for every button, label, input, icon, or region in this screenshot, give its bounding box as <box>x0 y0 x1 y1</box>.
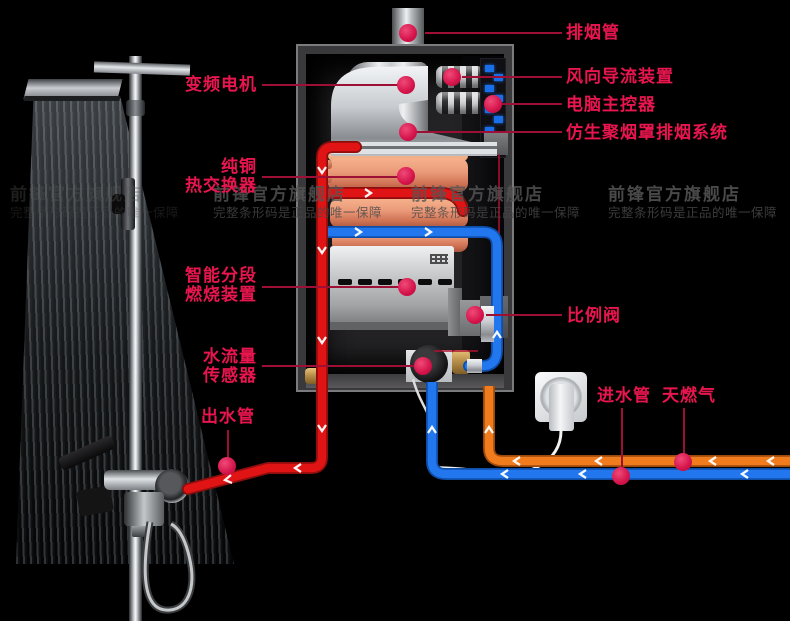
label-smoke-hood-system: 仿生聚烟罩排烟系统 <box>566 123 728 142</box>
callout-line <box>500 103 562 105</box>
watermark-store: 前锋官方旗舰店 <box>411 185 544 204</box>
callout-line <box>462 76 562 78</box>
callout-dot <box>398 278 416 296</box>
callout-dot <box>397 76 415 94</box>
valve-bracket <box>448 288 462 336</box>
label-outlet-pipe: 出水管 <box>201 407 255 426</box>
cold-pipe-internal-under <box>317 226 503 372</box>
heat-exchanger-tube <box>330 198 468 228</box>
callout-dot <box>443 68 461 86</box>
watermark-slogan: 完整条形码是正品的唯一保障 <box>411 206 581 220</box>
faucet-spout <box>132 526 148 537</box>
watermark-store: 前锋官方旗舰店 <box>213 185 346 204</box>
label-natural-gas: 天燃气 <box>662 386 716 405</box>
callout-dot <box>399 24 417 42</box>
faucet-mixer-block <box>124 492 164 526</box>
label-inlet-pipe: 进水管 <box>597 386 651 405</box>
watermark-store: 前锋官方旗舰店 <box>10 185 143 204</box>
watermark-slogan: 完整条形码是正品的唯一保障 <box>213 206 383 220</box>
power-plug <box>549 384 574 431</box>
callout-line <box>262 365 418 367</box>
flow-arrows <box>222 166 775 485</box>
cabinet-bottom-edge <box>306 374 504 388</box>
smoke-hood <box>331 66 497 156</box>
watermark-slogan: 完整条形码是正品的唯一保障 <box>608 206 778 220</box>
callout-line <box>262 84 402 86</box>
callout-line <box>262 286 403 288</box>
callout-line <box>262 176 402 178</box>
power-cord <box>430 430 563 476</box>
label-proportional-valve: 比例阀 <box>567 306 621 325</box>
label-exhaust-pipe: 排烟管 <box>566 23 620 42</box>
watermark: 前锋官方旗舰店 完整条形码是正品的唯一保障 <box>411 185 581 221</box>
cold-pipe-supply <box>427 382 790 479</box>
slider-knob <box>112 194 125 214</box>
callout-line <box>227 430 229 460</box>
callout-line <box>414 131 562 133</box>
label-flow-sensor: 水流量 传感器 <box>203 347 257 385</box>
callout-dot <box>674 453 692 471</box>
hot-pipe-outlet <box>183 142 361 494</box>
fan-motor-rings <box>436 92 484 114</box>
callout-dot <box>397 167 415 185</box>
callout-line <box>425 32 562 34</box>
cold-pipe-internal <box>318 227 502 371</box>
hand-shower-hose-highlight <box>143 521 194 612</box>
watermark: 前锋官方旗舰店 完整条形码是正品的唯一保障 <box>213 185 383 221</box>
label-wind-guide-device: 风向导流装置 <box>566 67 674 86</box>
burner-vent-dots <box>430 254 448 264</box>
gas-pipe <box>484 386 790 466</box>
callout-dot <box>466 306 484 324</box>
hand-shower-hose <box>141 520 196 614</box>
pole-joint <box>126 100 145 116</box>
watermark: 前锋官方旗舰店 完整条形码是正品的唯一保障 <box>608 185 778 221</box>
callout-dot <box>612 467 630 485</box>
callout-line <box>621 408 623 470</box>
chrome-pipe-cap <box>467 359 482 373</box>
watermark-slogan: 完整条形码是正品的唯一保障 <box>10 206 180 220</box>
pole-slider <box>121 178 135 230</box>
callout-dot <box>484 95 502 113</box>
callout-dot <box>399 123 417 141</box>
callout-dot <box>218 457 236 475</box>
callout-dot <box>414 357 432 375</box>
label-segmented-burner: 智能分段 燃烧装置 <box>185 266 257 304</box>
watermark: 前锋官方旗舰店 完整条形码是正品的唯一保障 <box>10 185 180 221</box>
callout-line <box>683 408 685 456</box>
callout-line <box>486 314 562 316</box>
label-variable-motor: 变频电机 <box>185 75 257 94</box>
label-computer-controller: 电脑主控器 <box>566 95 656 114</box>
hot-pipe-band <box>317 188 468 216</box>
burner-base <box>330 322 454 330</box>
watermark-store: 前锋官方旗舰店 <box>608 185 741 204</box>
hood-base-line <box>331 146 497 149</box>
label-heat-exchanger: 纯铜 热交换器 <box>185 157 257 195</box>
